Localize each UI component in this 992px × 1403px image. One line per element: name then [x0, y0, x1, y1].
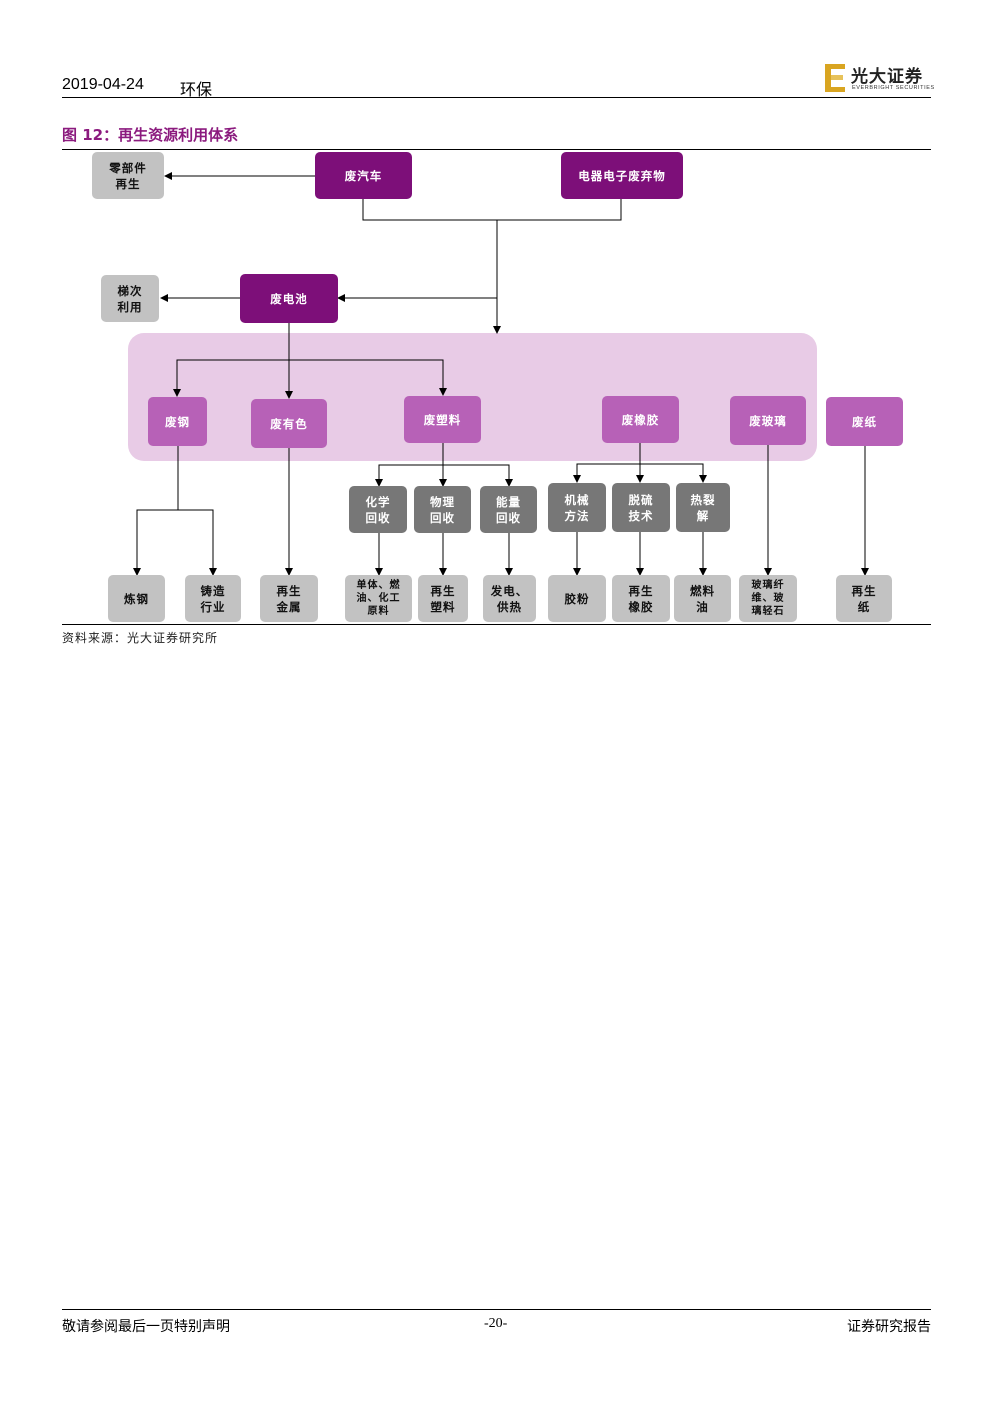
node-cascade-use: 梯次 利用: [101, 275, 159, 322]
page-number: -20-: [484, 1316, 508, 1331]
node-desulf-tech: 脱硫 技术: [612, 483, 670, 532]
node-rubber-powder: 胶粉: [548, 575, 606, 622]
node-chem-recycle: 化学 回收: [349, 486, 407, 533]
node-glass-fiber: 玻璃纤 维、玻 璃轻石: [739, 575, 797, 622]
logo-text-en: EVERBRIGHT SECURITIES: [852, 85, 935, 91]
report-sector: 环保: [180, 80, 213, 99]
node-waste-nonferrous: 废有色: [251, 399, 327, 448]
node-phys-recycle: 物理 回收: [414, 486, 471, 533]
node-regen-metal: 再生 金属: [260, 575, 318, 622]
node-fuel-oil: 燃料 油: [674, 575, 731, 622]
node-monomer-oil: 单体、燃 油、化工 原料: [345, 575, 412, 622]
node-waste-rubber: 废橡胶: [602, 396, 679, 443]
node-waste-paper: 废纸: [826, 397, 903, 446]
node-regen-paper: 再生 纸: [836, 575, 892, 622]
footer-disclaimer: 敬请参阅最后一页特别声明: [62, 1319, 230, 1335]
node-waste-glass: 废玻璃: [730, 396, 806, 445]
node-waste-steel: 废钢: [148, 397, 207, 446]
company-logo: 光大证券 EVERBRIGHT SECURITIES: [825, 62, 935, 96]
header-rule: [62, 97, 931, 98]
node-waste-car: 废汽车: [315, 152, 412, 199]
node-steelmaking: 炼钢: [108, 575, 165, 622]
node-power-heat: 发电、 供热: [483, 575, 536, 622]
figure-bottom-rule: [62, 624, 931, 625]
footer-rule: [62, 1309, 931, 1310]
node-energy-recycle: 能量 回收: [480, 486, 537, 533]
node-parts-regen: 零部件 再生: [92, 152, 164, 199]
logo-mark-icon: [825, 64, 845, 92]
node-regen-rubber: 再生 橡胶: [612, 575, 670, 622]
footer-doc-type: 证券研究报告: [847, 1319, 931, 1335]
node-waste-plastic: 废塑料: [404, 396, 481, 443]
figure-top-rule: [62, 149, 931, 150]
node-pyrolysis: 热裂 解: [676, 483, 730, 532]
logo-text-cn: 光大证券: [851, 67, 923, 87]
node-waste-battery: 废电池: [240, 274, 338, 323]
node-waste-electronics: 电器电子废弃物: [561, 152, 683, 199]
figure-source: 资料来源：光大证券研究所: [62, 631, 219, 645]
report-date: 2019-04-24: [62, 76, 144, 93]
node-regen-plastic: 再生 塑料: [418, 575, 468, 622]
node-casting: 铸造 行业: [185, 575, 241, 622]
figure-title: 图 12：再生资源利用体系: [62, 126, 239, 144]
node-mech-method: 机械 方法: [548, 483, 606, 532]
